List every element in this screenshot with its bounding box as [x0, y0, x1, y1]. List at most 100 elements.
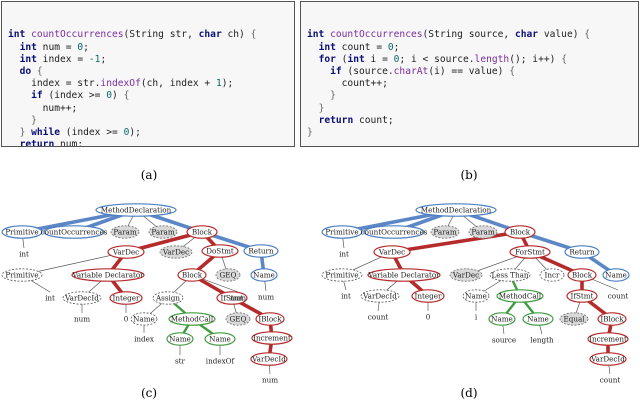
ast-node-label: DoStmt [206, 247, 234, 256]
code-panel-b: int countOccurrences(String source, char… [300, 1, 639, 147]
ast-node: Name [522, 312, 554, 326]
ast-node: Param [110, 225, 140, 239]
ast-node-label: Name [169, 335, 191, 344]
caption-b: (b) [460, 168, 478, 182]
ast-node-label: Assign [155, 294, 180, 303]
ast-node-label: VarDecId [362, 292, 397, 301]
ast-node: VarDec [373, 245, 411, 259]
ast-node-label: VarDec [112, 248, 139, 257]
ast-leaf-token: int [19, 250, 29, 259]
ast-leaf-token: 0 [124, 315, 129, 324]
ast-node: VarDecId [360, 289, 400, 303]
ast-node: Name [204, 332, 236, 346]
ast-leaf-token: 0 [426, 313, 431, 322]
ast-leaf-token: num [262, 376, 278, 385]
ast-node-label: MethodCall [499, 292, 542, 301]
ast-node: Name [130, 312, 158, 326]
ast-node: Primitive [321, 268, 363, 282]
ast-node-label: Block [510, 228, 531, 237]
ast-node: VarDecId [250, 352, 288, 366]
code-line: if (index >= 0) { [31, 90, 130, 102]
ast-node-label: MethodCall [171, 315, 214, 324]
ast-node-label: Primitive [325, 271, 358, 280]
ast-node: IfStmt [566, 289, 598, 303]
ast-node-label: VarDecId [64, 294, 99, 303]
ast-node-label: Increment [253, 334, 291, 343]
ast-node-label: IfStmt [220, 294, 243, 303]
ast-leaf-token: num [230, 294, 246, 303]
ast-node: Increment [251, 331, 293, 345]
ast-node-label: Primitive [325, 228, 358, 237]
code-line: int index = -1; [19, 53, 107, 65]
ast-node: Param [468, 225, 498, 239]
ast-node: Variable Declarator [71, 268, 145, 282]
ast-leaf-token: count [608, 292, 629, 301]
ast-node: ForStmt [509, 245, 551, 259]
ast-node-label: Param [471, 228, 495, 237]
ast-node: Incr [539, 268, 565, 282]
ast-node: VarDec [159, 245, 193, 259]
ast-node: Name [488, 312, 516, 326]
ast-node-label: IfStmt [570, 292, 593, 301]
ast-leaf-token: int [45, 294, 55, 303]
ast-node: Return [564, 245, 600, 259]
ast-leaf-token: length [530, 336, 554, 345]
ast-node: VarDec [107, 245, 145, 259]
ast-node: Primitive [1, 268, 43, 282]
ast-node: Block [177, 268, 207, 282]
ast-node-label: Less Than [491, 271, 528, 280]
ast-node-label: IBlock [258, 315, 282, 324]
code-line: int count = 0; [318, 41, 400, 53]
ast-node-label: Return [248, 247, 274, 256]
ast-node-label: countOccurrences [361, 228, 428, 237]
ast-node-label: Name [491, 315, 513, 324]
ast-node-label: Return [569, 248, 595, 257]
ast-node-label: GEQ [220, 271, 237, 280]
code-line: int countOccurrences(String source, char… [307, 29, 591, 41]
ast-node-label: VarDecId [590, 355, 625, 364]
ast-leaf-token: count [600, 376, 621, 385]
ast-node: Param [430, 225, 460, 239]
ast-node-label: Block [572, 271, 593, 280]
ast-node: IBlock [597, 312, 627, 326]
ast-node-label: Name [605, 271, 627, 280]
code-panel-a: int countOccurrences(String str, char ch… [1, 1, 295, 147]
ast-node: Increment [587, 332, 629, 346]
code-line: return num; [19, 139, 84, 147]
ast-node: Integer [411, 289, 445, 303]
ast-node-label: Variable Declarator [367, 271, 440, 280]
ast-node: DoStmt [201, 244, 239, 258]
ast-node-label: VarDec [162, 248, 189, 257]
code-line: int countOccurrences(String str, char ch… [8, 29, 257, 41]
ast-node: Primitive [1, 225, 43, 239]
code-line: do { [19, 65, 43, 77]
code-line: num++; [8, 102, 78, 114]
ast-node: Block [504, 225, 536, 239]
ast-node-label: Variable Declarator [71, 271, 144, 280]
ast-leaf-token: int [339, 250, 349, 259]
ast-node-label: Equal [563, 315, 585, 324]
ast-node-label: MethodDeclaration [421, 206, 492, 215]
ast-node-label: Name [133, 315, 155, 324]
ast-node-label: IBlock [600, 315, 624, 324]
ast-node: countOccurrences [41, 225, 108, 239]
ast-node-label: Name [253, 271, 275, 280]
ast-node: MethodDeclaration [95, 203, 177, 217]
ast-node: MethodCall [168, 312, 216, 326]
code-line: return count; [318, 114, 394, 126]
ast-node: GEQ [225, 312, 251, 326]
ast-node: Name [462, 289, 490, 303]
ast-node: IfStmt [216, 291, 248, 305]
ast-node: Equal [559, 312, 589, 326]
ast-node-label: GEQ [230, 315, 247, 324]
caption-a: (a) [140, 168, 158, 182]
code-lines-b: int countOccurrences(String source, char… [307, 29, 632, 139]
ast-leaf-token: indexOf [206, 357, 236, 366]
ast-node: Block [567, 268, 597, 282]
code-line: } [330, 90, 336, 102]
tree-edge [390, 230, 522, 254]
ast-node: MethodCall [496, 289, 544, 303]
code-line: int num = 0; [19, 41, 89, 53]
